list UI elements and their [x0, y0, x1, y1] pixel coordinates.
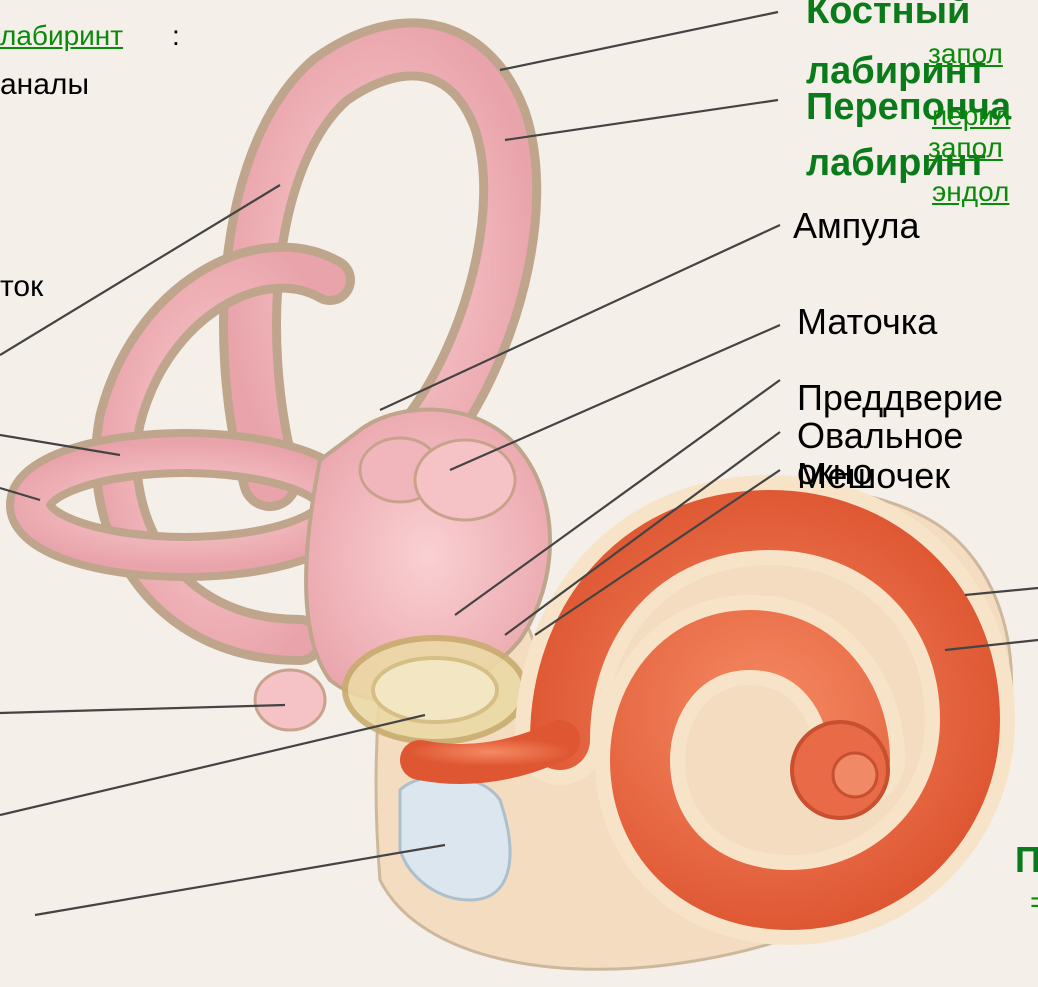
cochlea-duct-to-vestibule [420, 740, 560, 764]
label-labyrinth-link-left[interactable]: лабиринт [0, 22, 123, 50]
label-filled-2[interactable]: запол [928, 134, 1003, 162]
label-endolymph-link[interactable]: эндол [932, 178, 1009, 206]
label-tok: ток [0, 272, 43, 302]
label-perilymph-link[interactable]: перил [932, 102, 1010, 130]
saccule [255, 670, 325, 730]
label-saccule: Мешочек [797, 458, 992, 494]
label-cochlea-partial: П [1015, 842, 1038, 878]
label-canals: аналы [0, 70, 89, 100]
label-vestibule: Преддверие [797, 380, 1022, 416]
label-bony-labyrinth-title: Костный [806, 0, 970, 30]
label-filled-1[interactable]: запол [928, 40, 1003, 68]
utricle [415, 440, 515, 520]
label-utricle: Маточка [797, 304, 917, 340]
label-cochlea-partial-sub: = [1030, 888, 1038, 918]
label-colon: : [172, 22, 180, 50]
label-ampulla: Ампула [793, 208, 895, 244]
lateral-canal [30, 453, 340, 557]
